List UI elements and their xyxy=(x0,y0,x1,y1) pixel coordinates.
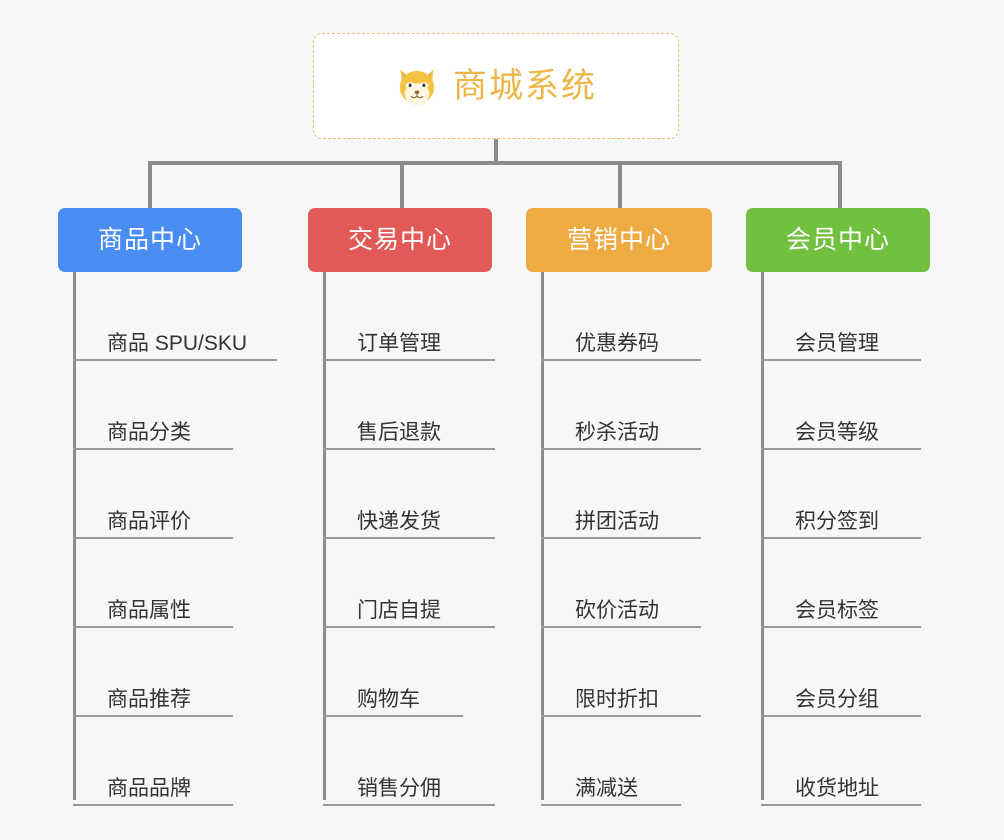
leaf-item[interactable]: 购物车 xyxy=(323,628,473,717)
leaf-item[interactable]: 销售分佣 xyxy=(323,717,505,806)
leaf-label: 满减送 xyxy=(575,776,638,800)
leaf-label: 快递发货 xyxy=(357,509,441,533)
leaf-item[interactable]: 订单管理 xyxy=(323,272,505,361)
leaf-label: 拼团活动 xyxy=(575,509,659,533)
leaf-label: 优惠券码 xyxy=(575,331,659,355)
leaf-underline xyxy=(761,537,921,539)
root-node[interactable]: 商城系统 xyxy=(313,33,679,139)
leaf-label: 会员等级 xyxy=(795,420,879,444)
leaf-underline xyxy=(761,804,921,806)
connector-drop-2 xyxy=(400,161,404,208)
branch-label: 交易中心 xyxy=(347,225,452,254)
connector-horizontal-bus xyxy=(148,161,840,165)
leaf-label: 订单管理 xyxy=(357,331,441,355)
leaf-label: 商品推荐 xyxy=(107,687,191,711)
branch-box-4[interactable]: 会员中心 xyxy=(746,208,930,272)
leaf-underline xyxy=(541,359,701,361)
leaf-underline xyxy=(323,448,495,450)
leaf-underline xyxy=(541,804,681,806)
leaf-item[interactable]: 商品属性 xyxy=(73,539,243,628)
leaf-underline xyxy=(323,715,463,717)
leaf-label: 商品评价 xyxy=(107,509,191,533)
leaf-label: 砍价活动 xyxy=(575,598,659,622)
leaf-item[interactable]: 商品品牌 xyxy=(73,717,243,806)
leaf-label: 积分签到 xyxy=(795,509,879,533)
leaf-underline xyxy=(761,715,921,717)
connector-drop-1 xyxy=(148,161,152,208)
leaf-spine xyxy=(73,272,76,800)
leaf-underline xyxy=(323,626,495,628)
leaf-label: 会员标签 xyxy=(795,598,879,622)
branch-box-2[interactable]: 交易中心 xyxy=(308,208,492,272)
leaf-item[interactable]: 砍价活动 xyxy=(541,539,711,628)
leaf-underline xyxy=(73,626,233,628)
leaf-label: 商品属性 xyxy=(107,598,191,622)
connector-drop-4 xyxy=(838,161,842,208)
leaf-label: 收货地址 xyxy=(795,776,879,800)
leaf-underline xyxy=(73,359,277,361)
leaf-item[interactable]: 会员管理 xyxy=(761,272,931,361)
leaf-label: 门店自提 xyxy=(357,598,441,622)
leaf-spine xyxy=(761,272,764,800)
root-title: 商城系统 xyxy=(453,67,597,105)
leaf-item[interactable]: 满减送 xyxy=(541,717,691,806)
leaf-underline xyxy=(761,448,921,450)
leaf-label: 商品品牌 xyxy=(107,776,191,800)
leaf-underline xyxy=(761,626,921,628)
leaf-item[interactable]: 收货地址 xyxy=(761,717,931,806)
leaf-underline xyxy=(73,537,233,539)
leaf-item[interactable]: 会员分组 xyxy=(761,628,931,717)
leaf-label: 秒杀活动 xyxy=(575,420,659,444)
branch-label: 会员中心 xyxy=(785,225,890,254)
connector-drop-3 xyxy=(618,161,622,208)
leaf-label: 商品 SPU/SKU xyxy=(107,331,248,355)
leaf-underline xyxy=(73,448,233,450)
shiba-dog-face-icon xyxy=(399,69,435,106)
leaf-item[interactable]: 会员等级 xyxy=(761,361,931,450)
leaf-label: 限时折扣 xyxy=(575,687,659,711)
leaf-item[interactable]: 商品分类 xyxy=(73,361,243,450)
leaf-underline xyxy=(73,715,233,717)
leaf-underline xyxy=(541,448,701,450)
leaf-spine xyxy=(323,272,326,800)
leaf-item[interactable]: 拼团活动 xyxy=(541,450,711,539)
leaf-underline xyxy=(541,715,701,717)
leaf-label: 商品分类 xyxy=(107,420,191,444)
leaf-item[interactable]: 秒杀活动 xyxy=(541,361,711,450)
leaf-item[interactable]: 门店自提 xyxy=(323,539,505,628)
leaf-item[interactable]: 优惠券码 xyxy=(541,272,711,361)
leaf-underline xyxy=(541,537,701,539)
branch-label: 营销中心 xyxy=(566,225,671,254)
leaf-underline xyxy=(541,626,701,628)
leaf-item[interactable]: 会员标签 xyxy=(761,539,931,628)
branch-box-3[interactable]: 营销中心 xyxy=(526,208,712,272)
leaf-spine xyxy=(541,272,544,800)
branch-box-1[interactable]: 商品中心 xyxy=(58,208,242,272)
leaf-item[interactable]: 商品评价 xyxy=(73,450,243,539)
leaf-label: 会员分组 xyxy=(795,687,879,711)
leaf-label: 会员管理 xyxy=(795,331,879,355)
leaf-item[interactable]: 快递发货 xyxy=(323,450,505,539)
leaf-underline xyxy=(323,537,495,539)
leaf-item[interactable]: 商品推荐 xyxy=(73,628,243,717)
leaf-item[interactable]: 商品 SPU/SKU xyxy=(73,272,287,361)
branch-label: 商品中心 xyxy=(97,225,202,254)
leaf-label: 售后退款 xyxy=(357,420,441,444)
leaf-underline xyxy=(323,359,495,361)
leaf-item[interactable]: 积分签到 xyxy=(761,450,931,539)
connector-root-stem xyxy=(494,139,498,164)
leaf-label: 销售分佣 xyxy=(357,776,441,800)
leaf-underline xyxy=(323,804,495,806)
leaf-label: 购物车 xyxy=(357,687,420,711)
leaf-underline xyxy=(73,804,233,806)
leaf-item[interactable]: 限时折扣 xyxy=(541,628,711,717)
leaf-underline xyxy=(761,359,921,361)
leaf-item[interactable]: 售后退款 xyxy=(323,361,505,450)
